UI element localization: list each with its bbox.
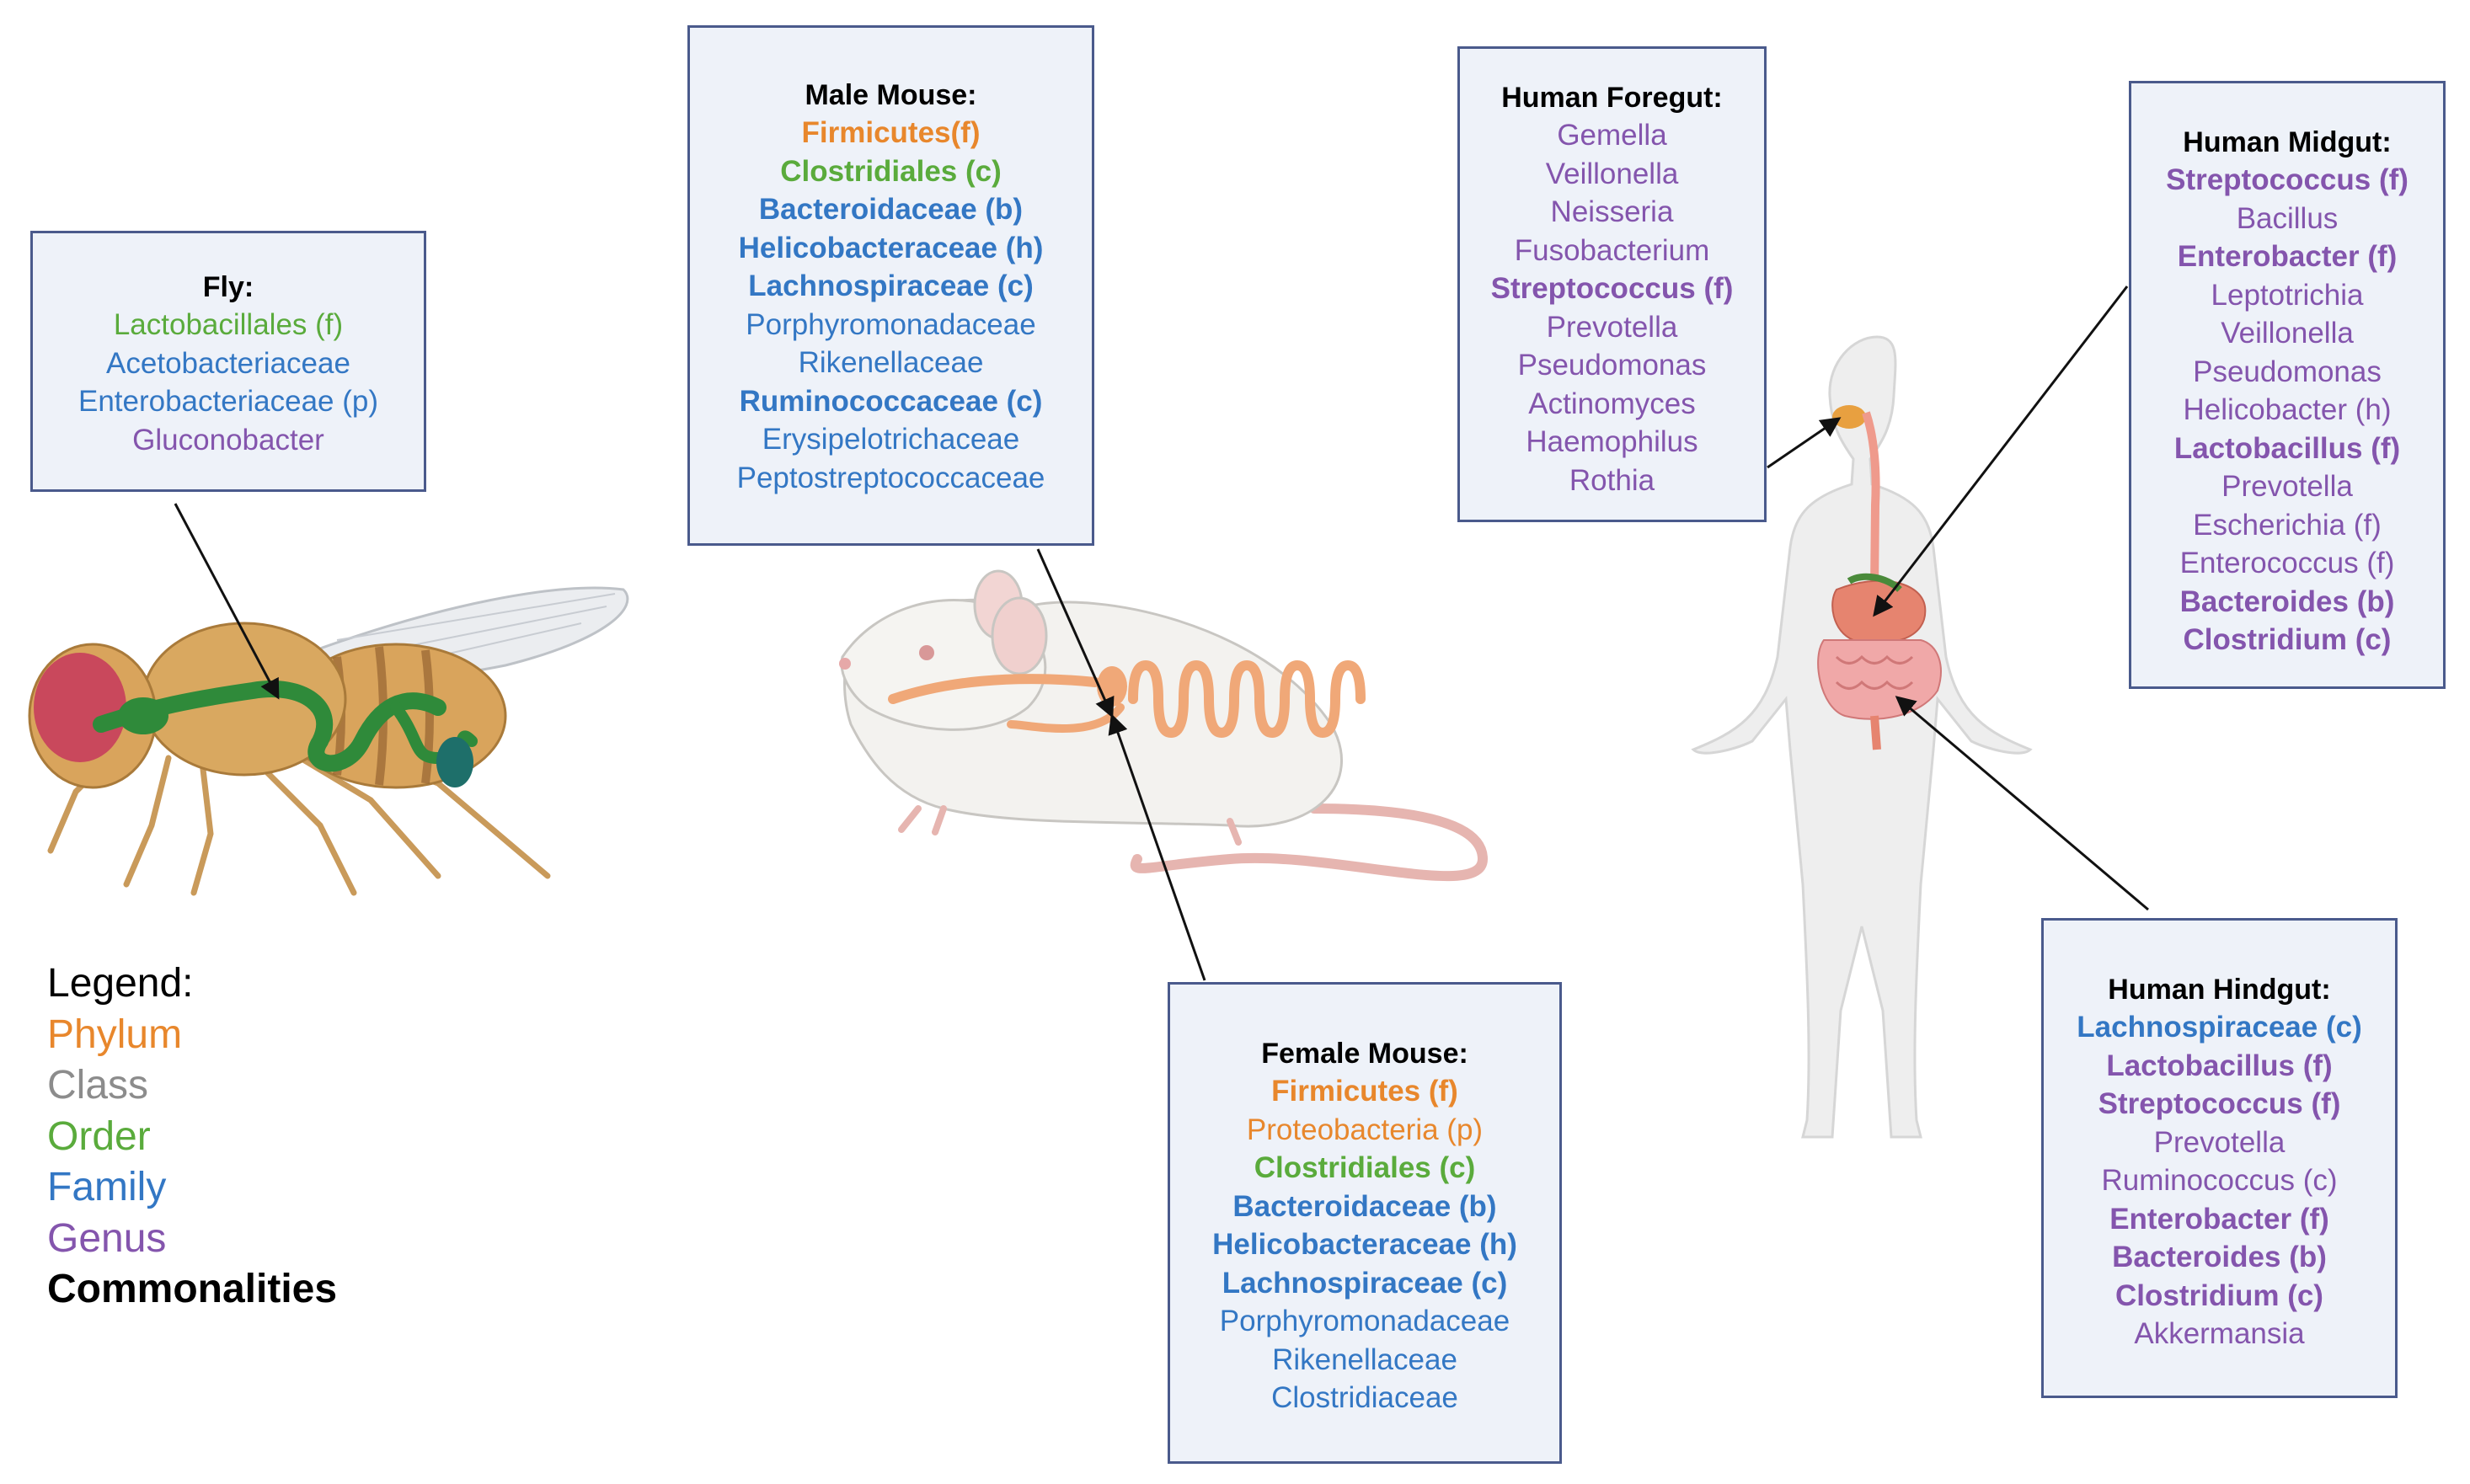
taxon-item: Porphyromonadaceae <box>1219 1305 1510 1337</box>
taxon-item: Prevotella <box>1546 310 1678 344</box>
taxon-item: Enterococcus (f) <box>2179 547 2395 579</box>
taxon-item: Streptococcus (f) <box>2166 163 2409 196</box>
legend-entry-family: Family <box>47 1165 167 1209</box>
taxon-item: Bacteroides (b) <box>2179 585 2395 618</box>
taxon-item: Streptococcus (f) <box>1490 272 1734 305</box>
taxon-item: Rikenellaceae <box>798 346 984 379</box>
foregut-arrow <box>1767 417 1842 469</box>
taxon-item: Clostridium (c) <box>2115 1278 2323 1312</box>
taxon-item: Lachnospiraceae (c) <box>748 270 1034 302</box>
taxon-item: Rikenellaceae <box>1272 1343 1457 1376</box>
taxon-item: Firmicutes(f) <box>801 116 981 149</box>
male-mouse-arrow <box>1036 548 1115 718</box>
taxon-item: Enterobacter (f) <box>2109 1202 2329 1236</box>
taxon-item: Bacteroidaceae (b) <box>1232 1189 1497 1223</box>
taxon-item: Haemophilus <box>1526 425 1698 458</box>
box-title: Female Mouse: <box>1261 1038 1468 1070</box>
fly-box: Fly: Lactobacillales (f) Acetobacteriaceae… <box>30 231 426 492</box>
taxon-item: Prevotella <box>2221 470 2353 503</box>
taxon-item: Clostridiales (c) <box>1254 1151 1476 1184</box>
taxon-item: Prevotella <box>2153 1125 2286 1159</box>
taxon-item: Bacteroides (b) <box>2112 1241 2327 1273</box>
taxon-item: Leptotrichia <box>2211 278 2364 312</box>
box-title: Human Hindgut: <box>2108 974 2331 1006</box>
taxon-item: Ruminococcus (c) <box>2101 1164 2338 1197</box>
taxon-item: Helicobacteraceae (h) <box>1212 1228 1517 1261</box>
legend-entry-order: Order <box>47 1113 151 1159</box>
arrows <box>174 286 2149 981</box>
mouse-illustration <box>839 569 1489 882</box>
hindgut-arrow <box>1895 696 2149 911</box>
taxon-item: Rothia <box>1569 463 1655 497</box>
taxon-item: Gemella <box>1557 119 1667 152</box>
box-title: Male Mouse: <box>805 79 977 111</box>
taxon-item: Clostridiaceae <box>1271 1381 1458 1414</box>
fly-arrow <box>174 503 280 700</box>
taxon-item: Escherichia (f) <box>2193 508 2382 542</box>
female-mouse-arrow <box>1108 713 1206 981</box>
legend-entry-commonalities: Commonalities <box>47 1267 338 1311</box>
legend-entry-phylum: Phylum <box>47 1012 183 1057</box>
taxon-item: Enterobacter (f) <box>2177 240 2398 273</box>
taxon-item: Lactobacillales (f) <box>113 308 344 341</box>
taxon-item: Helicobacter (h) <box>2183 393 2392 426</box>
taxon-item: Clostridium (c) <box>2183 623 2392 656</box>
taxon-item: Porphyromonadaceae <box>746 307 1036 341</box>
taxon-item: Streptococcus (f) <box>2098 1087 2341 1120</box>
box-title: Human Midgut: <box>2183 126 2392 158</box>
taxon-item: Clostridiales (c) <box>780 154 1002 188</box>
taxon-item: Pseudomonas <box>2193 355 2382 388</box>
box-title: Human Foregut: <box>1501 82 1723 114</box>
box-title: Fly: <box>202 271 254 303</box>
male-mouse-box: Male Mouse: Firmicutes(f) Clostridiales (c… <box>687 25 1094 546</box>
taxon-item: Bacteroidaceae (b) <box>758 193 1024 226</box>
taxon-item: Bacillus <box>2236 201 2339 235</box>
taxon-item: Akkermansia <box>2134 1317 2305 1350</box>
taxon-item: Firmicutes (f) <box>1271 1075 1458 1108</box>
taxon-item: Lachnospiraceae (c) <box>2077 1011 2362 1044</box>
taxon-item: Lactobacillus (f) <box>2173 431 2401 465</box>
taxon-item: Ruminococcaceae (c) <box>739 384 1043 418</box>
legend-entry-class: Class <box>47 1063 149 1108</box>
taxon-item: Erysipelotrichaceae <box>762 423 1020 456</box>
taxon-item: Neisseria <box>1550 195 1674 228</box>
taxon-item: Helicobacteraceae (h) <box>738 231 1044 264</box>
taxon-item: Veillonella <box>1545 157 1679 190</box>
legend-entry-genus: Genus <box>47 1215 167 1261</box>
taxon-item: Enterobacteriaceae (p) <box>78 385 379 418</box>
taxon-item: Lachnospiraceae (c) <box>1222 1266 1508 1300</box>
taxon-item: Veillonella <box>2221 317 2354 350</box>
taxon-item: Peptostreptococcaceae <box>736 461 1045 494</box>
taxon-item: Lactobacillus (f) <box>2106 1049 2333 1082</box>
fly-gut <box>93 681 478 787</box>
human-hindgut-box: Human Hindgut: Lachnospiraceae (c) Lactoba… <box>2041 918 2398 1398</box>
midgut-arrow <box>1873 286 2129 617</box>
legend-title: Legend: <box>47 961 194 1006</box>
taxon-item: Fusobacterium <box>1514 233 1710 267</box>
taxon-item: Pseudomonas <box>1517 349 1707 382</box>
taxon-item: Actinomyces <box>1528 387 1696 420</box>
fruit-fly-illustration <box>28 586 629 896</box>
taxon-item: Acetobacteriaceae <box>106 346 350 380</box>
female-mouse-box: Female Mouse: Firmicutes (f) Proteobacteri… <box>1168 982 1562 1464</box>
taxon-item: Proteobacteria (p) <box>1246 1113 1484 1146</box>
taxon-item: Gluconobacter <box>132 423 324 456</box>
